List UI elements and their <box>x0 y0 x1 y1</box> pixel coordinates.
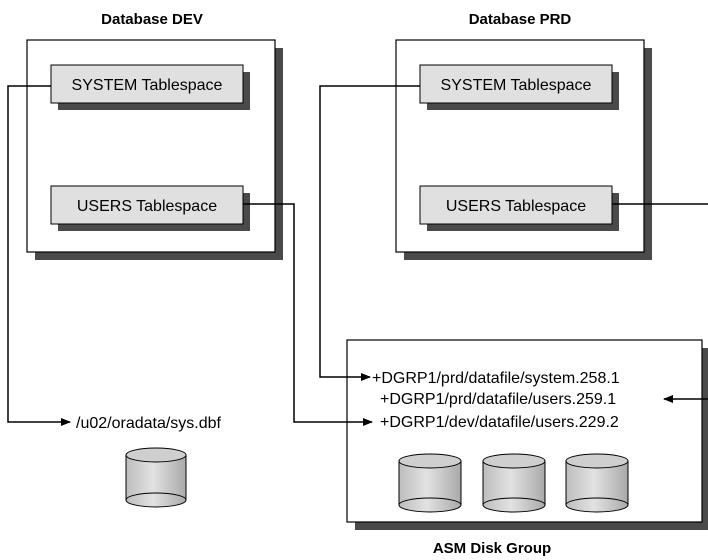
connector-prd-system-to-asm <box>319 85 420 381</box>
dev-system-tablespace: SYSTEM Tablespace <box>50 64 250 110</box>
prd-database-title: Database PRD <box>469 11 572 28</box>
prd-users-tablespace-label: USERS Tablespace <box>446 198 586 215</box>
connector-dev-users-to-asm <box>243 203 373 426</box>
connector-dev-system-to-filesystem <box>7 85 71 426</box>
prd-system-tablespace: SYSTEM Tablespace <box>419 64 619 110</box>
asm-disk-icon-3 <box>565 453 629 513</box>
prd-system-tablespace-label: SYSTEM Tablespace <box>441 77 592 94</box>
asm-disk-group-title: ASM Disk Group <box>433 540 551 557</box>
asm-file-dev-users: +DGRP1/dev/datafile/users.229.2 <box>380 414 619 431</box>
dev-users-tablespace: USERS Tablespace <box>50 185 250 231</box>
dev-system-tablespace-label: SYSTEM Tablespace <box>72 77 223 94</box>
filesystem-disk-icon <box>125 447 187 508</box>
filesystem-file-path: /u02/oradata/sys.dbf <box>76 415 222 432</box>
asm-disk-icon-1 <box>398 453 462 513</box>
prd-users-tablespace: USERS Tablespace <box>419 185 619 231</box>
dev-users-tablespace-label: USERS Tablespace <box>77 198 217 215</box>
asm-disk-icon-2 <box>482 453 546 513</box>
asm-file-prd-system: +DGRP1/prd/datafile/system.258.1 <box>372 370 620 387</box>
asm-file-prd-users: +DGRP1/prd/datafile/users.259.1 <box>380 391 616 408</box>
dev-database-title: Database DEV <box>101 11 203 28</box>
